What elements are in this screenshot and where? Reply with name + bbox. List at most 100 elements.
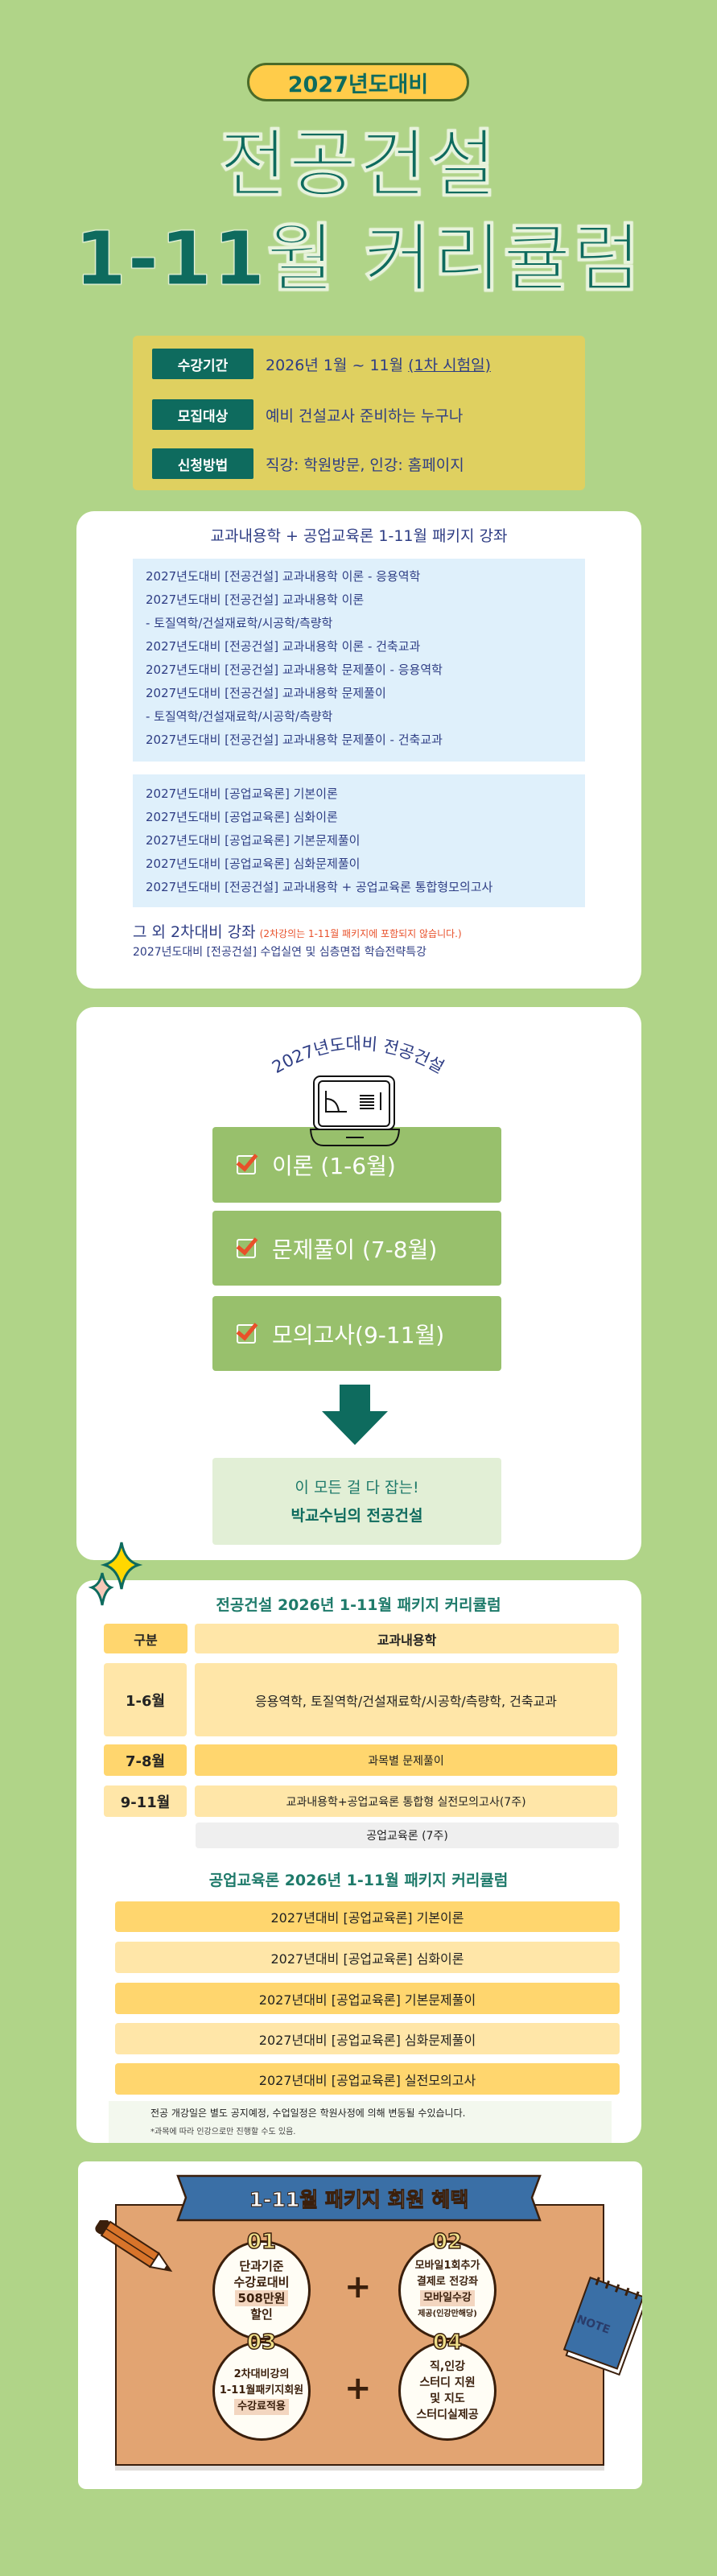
step-label: 모의고사(9-11월): [272, 1321, 445, 1348]
benefit-circle-01: 단과기준 수강료대비 508만원 할인: [212, 2240, 311, 2340]
arc-title-text: 2027년도대비 전공건설: [269, 1034, 447, 1077]
plus-icon: +: [344, 2370, 372, 2407]
course-item: - 토질역학/건설재료학/시공학/측량학: [146, 616, 333, 630]
benefit-circle-03: 2차대비강의 1-11월패키지회원 수강료적용: [212, 2341, 311, 2441]
benefits-title: 1-11월 패키지 회원 혜택: [249, 2188, 469, 2212]
step-mock-exam: 모의고사(9-11월): [212, 1296, 501, 1371]
benefit-highlight: 수강료적용: [234, 2399, 289, 2415]
result-box: 이 모든 걸 다 잡는! 박교수님의 전공건설: [212, 1458, 501, 1545]
plus-icon: +: [344, 2268, 372, 2306]
sub-curriculum-title: 공업교육론 2026년 1-11월 패키지 커리큘럼: [208, 1872, 509, 1889]
row-period: 9-11월: [104, 1785, 187, 1817]
extra-note: (2차강의는 1-11월 패키지에 포함되지 않습니다.): [259, 928, 462, 939]
row-content: 응용역학, 토질역학/건설재료학/시공학/측량학, 건축교과: [195, 1663, 617, 1736]
note-line1: 전공 개강일은 별도 공지예정, 수업일정은 학원사정에 의해 변동될 수있습니…: [150, 2107, 466, 2119]
result-line1: 이 모든 걸 다 잡는!: [295, 1479, 419, 1496]
benefit-text: 수강료대비: [233, 2275, 290, 2289]
benefit-text: 제공(인강만해당): [418, 2310, 477, 2318]
schedule-note: 전공 개강일은 별도 공지예정, 수업일정은 학원사정에 의해 변동될 수있습니…: [109, 2101, 612, 2143]
benefits-board: [115, 2204, 604, 2466]
info-value-apply: 직강: 학원방문, 인강: 홈페이지: [266, 456, 464, 474]
extra-course-item: 2027년도대비 [전공건설] 수업실연 및 심층면접 학습전략특강: [133, 946, 427, 959]
laptop-icon: [310, 1075, 400, 1146]
course-item: 2027년도대비 [전공건설] 교과내용학 이론 - 건축교과: [146, 639, 421, 654]
benefit-number: 01: [246, 2229, 277, 2255]
sub-row: 2027년대비 [공업교육론] 기본문제풀이: [115, 1983, 620, 2014]
info-value-period: 2026년 1월 ~ 11월(1차 시험일): [266, 349, 491, 379]
banner-ribbon: [176, 2174, 542, 2222]
svg-text:2027년도대비 전공건설: 2027년도대비 전공건설: [269, 1034, 447, 1077]
sparkle-icon: [89, 1542, 143, 1606]
benefit-text: 2차대비강의: [233, 2368, 290, 2380]
extra-row: 공업교육론 (7주): [196, 1823, 619, 1848]
checkbox-icon: [237, 1155, 256, 1174]
major-course-list: 2027년도대비 [전공건설] 교과내용학 이론 - 응용역학 2027년도대비…: [133, 559, 585, 762]
benefit-text: 직,인강: [430, 2360, 465, 2373]
benefit-number: 03: [246, 2330, 277, 2355]
header-subject: 교과내용학: [195, 1624, 619, 1653]
pedagogy-course-list: 2027년도대비 [공업교육론] 기본이론 2027년도대비 [공업교육론] 심…: [133, 774, 585, 907]
benefit-text: 및 지도: [430, 2392, 465, 2405]
checkbox-icon: [237, 1238, 256, 1258]
curriculum-title: 전공건설 2026년 1-11월 패키지 커리큘럼: [216, 1596, 501, 1614]
benefit-highlight: 508만원: [234, 2290, 289, 2306]
benefit-text: 결제로 전강좌: [416, 2276, 479, 2288]
step-theory: 이론 (1-6월): [212, 1127, 501, 1203]
benefit-highlight: 모바일수강: [420, 2290, 475, 2306]
sub-row: 2027년대비 [공업교육론] 기본이론: [115, 1901, 620, 1932]
package-title: 교과내용학 + 공업교육론 1-11월 패키지 강좌: [210, 527, 508, 545]
course-item: 2027년도대비 [공업교육론] 기본문제풀이: [146, 833, 361, 848]
row-period: 7-8월: [104, 1744, 187, 1776]
row-content: 교과내용학+공업교육론 통합형 실전모의고사(7주): [195, 1785, 617, 1817]
main-title-line1: 전공건설: [219, 122, 498, 208]
benefit-text: 1-11월패키지회원: [219, 2384, 304, 2396]
course-item: 2027년도대비 [공업교육론] 기본이론: [146, 786, 338, 801]
course-info-box: 수강기간 2026년 1월 ~ 11월(1차 시험일) 모집대상 예비 건설교사…: [133, 336, 585, 490]
benefit-circle-02: 모바일1회추가 결제로 전강좌 모바일수강 제공(인강만해당): [398, 2240, 497, 2340]
benefit-text: 스터디 지원: [419, 2376, 476, 2389]
info-value-target: 예비 건설교사 준비하는 누구나: [266, 407, 464, 425]
course-item: 2027년도대비 [전공건설] 교과내용학 이론: [146, 592, 365, 607]
exam-date-link[interactable]: (1차 시험일): [408, 356, 491, 374]
benefit-circle-04: 직,인강 스터디 지원 및 지도 스터디실제공: [398, 2341, 497, 2441]
sub-row: 2027년대비 [공업교육론] 심화이론: [115, 1942, 620, 1973]
extra-title: 그 외 2차대비 강좌: [133, 923, 256, 941]
step-label: 이론 (1-6월): [272, 1153, 396, 1179]
info-label-period: 수강기간: [152, 349, 253, 379]
course-item: - 토질역학/건설재료학/시공학/측량학: [146, 709, 333, 724]
note-line2: *과목에 따라 인강으로만 진행할 수도 있음.: [150, 2128, 296, 2136]
course-item: 2027년도대비 [전공건설] 교과내용학 + 공업교육론 통합형모의고사: [146, 880, 493, 894]
row-content: 과목별 문제풀이: [195, 1744, 617, 1776]
course-item: 2027년도대비 [공업교육론] 심화문제풀이: [146, 857, 361, 871]
benefit-text: 모바일1회추가: [414, 2260, 480, 2272]
benefit-number: 02: [432, 2229, 463, 2255]
row-period: 1-6월: [104, 1663, 187, 1736]
header-period: 구분: [104, 1624, 187, 1653]
checkbox-icon: [237, 1323, 256, 1344]
main-title-line2: 1-11월 커리큘럼: [74, 216, 643, 302]
course-item: 2027년도대비 [공업교육론] 심화이론: [146, 810, 338, 824]
result-line2: 박교수님의 전공건설: [291, 1507, 423, 1525]
sub-row: 2027년대비 [공업교육론] 심화문제풀이: [115, 2023, 620, 2054]
course-item: 2027년도대비 [전공건설] 교과내용학 문제풀이: [146, 686, 386, 700]
benefit-text: 단과기준: [239, 2259, 284, 2273]
year-badge: 2027년도대비: [247, 63, 469, 101]
benefit-number: 04: [432, 2330, 463, 2355]
info-label-target: 모집대상: [152, 399, 253, 430]
step-practice: 문제풀이 (7-8월): [212, 1211, 501, 1286]
course-item: 2027년도대비 [전공건설] 교과내용학 문제풀이 - 건축교과: [146, 733, 443, 747]
arrow-down-icon: [322, 1385, 388, 1445]
pencil-icon: [95, 2220, 173, 2273]
step-label: 문제풀이 (7-8월): [272, 1236, 438, 1263]
extra-course-heading: 그 외 2차대비 강좌 (2차강의는 1-11월 패키지에 포함되지 않습니다.…: [133, 920, 462, 942]
package-card: 교과내용학 + 공업교육론 1-11월 패키지 강좌 2027년도대비 [전공건…: [76, 511, 641, 989]
info-label-apply: 신청방법: [152, 448, 253, 479]
arc-title: 2027년도대비 전공건설: [269, 1034, 447, 1077]
benefit-text: 할인: [250, 2307, 273, 2322]
notebook-icon: [562, 2277, 642, 2376]
sub-row: 2027년대비 [공업교육론] 실전모의고사: [115, 2063, 620, 2095]
period-text: 2026년 1월 ~ 11월: [266, 356, 404, 374]
course-item: 2027년도대비 [전공건설] 교과내용학 이론 - 응용역학: [146, 569, 421, 584]
benefit-text: 스터디실제공: [416, 2409, 479, 2421]
course-item: 2027년도대비 [전공건설] 교과내용학 문제풀이 - 응용역학: [146, 663, 443, 677]
